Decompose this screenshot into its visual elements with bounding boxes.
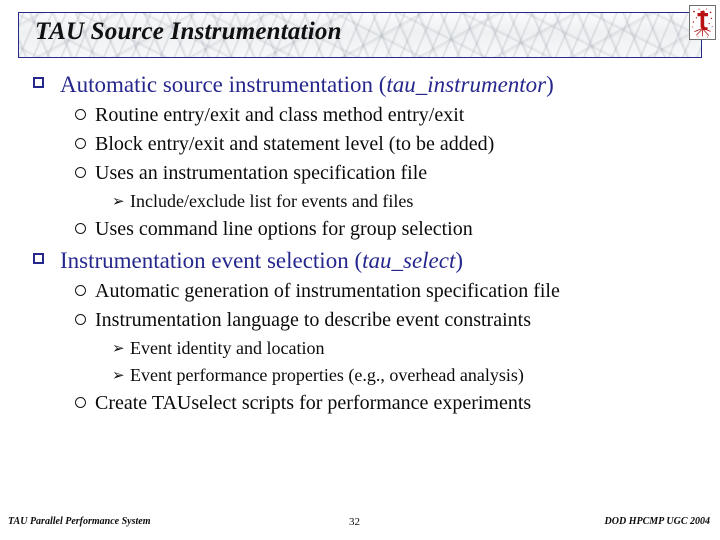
bullet-text: Automatic source instrumentation (tau_in… xyxy=(60,68,554,101)
bullet-text: Instrumentation event selection (tau_sel… xyxy=(60,244,463,277)
page-title: TAU Source Instrumentation xyxy=(35,18,342,45)
bullet-row: Automatic generation of instrumentation … xyxy=(0,277,720,306)
circle-outline-bullet-icon xyxy=(75,167,86,178)
bullet-text: Routine entry/exit and class method entr… xyxy=(95,104,465,126)
circle-outline-bullet-icon xyxy=(75,138,86,149)
bullet-text: Create TAUselect scripts for performance… xyxy=(95,392,532,414)
square-outline-bullet-icon xyxy=(33,253,44,264)
arrowhead-bullet-icon: ➢ xyxy=(112,339,125,357)
circle-outline-bullet-icon xyxy=(75,314,86,325)
bullet-text-tail: ) xyxy=(546,72,554,97)
bullet-row: ➢ Event identity and location xyxy=(0,335,720,362)
slide-content: Automatic source instrumentation (tau_in… xyxy=(0,68,720,418)
bullet-text: Event performance properties (e.g., over… xyxy=(130,365,524,385)
footer-left-text: TAU Parallel Performance System xyxy=(8,516,151,527)
square-outline-bullet-icon xyxy=(33,77,44,88)
bullet-text: Include/exclude list for events and file… xyxy=(130,191,414,211)
bullet-text: Block entry/exit and statement level (to… xyxy=(95,133,495,155)
tau-logo xyxy=(689,5,716,40)
bullet-text: Automatic generation of instrumentation … xyxy=(95,280,560,302)
bullet-text: Uses command line options for group sele… xyxy=(95,218,473,240)
bullet-row: Create TAUselect scripts for performance… xyxy=(0,389,720,418)
bullet-row: Instrumentation event selection (tau_sel… xyxy=(0,244,720,277)
circle-outline-bullet-icon xyxy=(75,285,86,296)
bullet-row: Routine entry/exit and class method entr… xyxy=(0,101,720,130)
bullet-text-emphasis: tau_select xyxy=(362,248,456,273)
bullet-text: Event identity and location xyxy=(130,338,325,358)
arrowhead-bullet-icon: ➢ xyxy=(112,192,125,210)
bullet-text-emphasis: tau_instrumentor xyxy=(386,72,547,97)
bullet-text: Uses an instrumentation specification fi… xyxy=(95,162,428,184)
bullet-row: ➢ Event performance properties (e.g., ove… xyxy=(0,362,720,389)
circle-outline-bullet-icon xyxy=(75,109,86,120)
bullet-text: Instrumentation language to describe eve… xyxy=(95,309,531,331)
bullet-row: Instrumentation language to describe eve… xyxy=(0,306,720,335)
bullet-text-tail: ) xyxy=(455,248,464,273)
bullet-row: Uses an instrumentation specification fi… xyxy=(0,159,720,188)
bullet-row: Block entry/exit and statement level (to… xyxy=(0,130,720,159)
bullet-row: Automatic source instrumentation (tau_in… xyxy=(0,68,720,101)
bullet-row: ➢ Include/exclude list for events and fil… xyxy=(0,188,720,215)
footer-right-text: DOD HPCMP UGC 2004 xyxy=(604,516,710,527)
bullet-text-main: Automatic source instrumentation ( xyxy=(60,72,387,97)
bullet-text-main: Instrumentation event selection ( xyxy=(60,248,363,273)
circle-outline-bullet-icon xyxy=(75,223,86,234)
circle-outline-bullet-icon xyxy=(75,397,86,408)
footer-page-number: 32 xyxy=(349,516,360,528)
slide-title-bar: TAU Source Instrumentation xyxy=(18,12,702,58)
bullet-row: Uses command line options for group sele… xyxy=(0,215,720,244)
slide-footer: TAU Parallel Performance System 32 DOD H… xyxy=(0,516,720,534)
arrowhead-bullet-icon: ➢ xyxy=(112,366,125,384)
tau-splatter-logo-icon xyxy=(690,6,715,39)
